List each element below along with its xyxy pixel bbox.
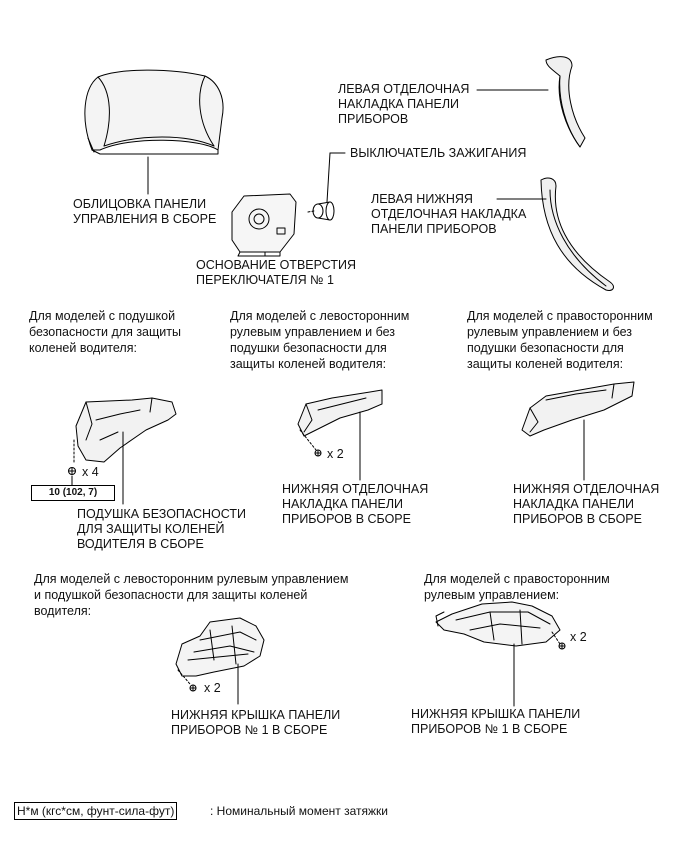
clip-icon-lhd bbox=[314, 449, 322, 457]
knee-airbag-drawing bbox=[75, 397, 177, 463]
legend-units-box: Н*м (кгс*см, фунт-сила-фут) bbox=[14, 802, 178, 820]
qty-lhd-finish-clips: x 2 bbox=[327, 447, 344, 461]
qty-lhd-cover-screws: x 2 bbox=[204, 681, 221, 695]
ignition-switch-drawing bbox=[307, 201, 335, 221]
label-ignition-switch: ВЫКЛЮЧАТЕЛЬ ЗАЖИГАНИЯ bbox=[350, 146, 527, 160]
screw-icon-lhd-cover bbox=[189, 684, 197, 692]
label-lower-finish-lhd: НИЖНЯЯ ОТДЕЛОЧНАЯ НАКЛАДКА ПАНЕЛИ ПРИБОР… bbox=[282, 482, 429, 526]
label-knee-airbag: ПОДУШКА БЕЗОПАСНОСТИ ДЛЯ ЗАЩИТЫ КОЛЕНЕЙ … bbox=[77, 507, 246, 551]
qty-airbag-bolts: x 4 bbox=[82, 465, 99, 479]
label-switch-hole-base: ОСНОВАНИЕ ОТВЕРСТИЯ ПЕРЕКЛЮЧАТЕЛЯ № 1 bbox=[196, 258, 357, 287]
lower-cover-rhd-drawing bbox=[435, 601, 561, 647]
legend-description: : Номинальный момент затяжки bbox=[210, 804, 388, 818]
left-trim-panel-drawing bbox=[545, 56, 586, 148]
screw-icon-rhd-cover bbox=[558, 642, 566, 650]
bolt-icon-airbag bbox=[68, 467, 76, 475]
label-cluster-finish: ОБЛИЦОВКА ПАНЕЛИ УПРАВЛЕНИЯ В СБОРЕ bbox=[73, 197, 217, 226]
label-left-trim: ЛЕВАЯ ОТДЕЛОЧНАЯ НАКЛАДКА ПАНЕЛИ ПРИБОРО… bbox=[338, 82, 470, 126]
left-lower-trim-panel-drawing bbox=[540, 177, 614, 291]
note-rhd: Для моделей с правосторонним рулевым упр… bbox=[424, 572, 610, 602]
lower-cover-lhd-drawing bbox=[175, 617, 265, 677]
lower-finish-lhd-drawing bbox=[297, 389, 383, 437]
qty-rhd-cover-screws: x 2 bbox=[570, 630, 587, 644]
label-lower-cover-lhd: НИЖНЯЯ КРЫШКА ПАНЕЛИ ПРИБОРОВ № 1 В СБОР… bbox=[171, 708, 341, 737]
label-left-lower-trim: ЛЕВАЯ НИЖНЯЯ ОТДЕЛОЧНАЯ НАКЛАДКА ПАНЕЛИ … bbox=[371, 192, 527, 236]
label-lower-finish-rhd: НИЖНЯЯ ОТДЕЛОЧНАЯ НАКЛАДКА ПАНЕЛИ ПРИБОР… bbox=[513, 482, 660, 526]
note-with-knee-airbag: Для моделей с подушкой безопасности для … bbox=[29, 309, 181, 355]
note-rhd-without-airbag: Для моделей с правосторонним рулевым упр… bbox=[467, 309, 653, 371]
switch-hole-base-drawing bbox=[231, 193, 297, 257]
cluster-finish-panel-drawing bbox=[84, 69, 224, 155]
lower-finish-rhd-drawing bbox=[521, 381, 635, 437]
label-lower-cover-rhd: НИЖНЯЯ КРЫШКА ПАНЕЛИ ПРИБОРОВ № 1 В СБОР… bbox=[411, 707, 581, 736]
note-lhd-without-airbag: Для моделей с левосторонним рулевым упра… bbox=[230, 309, 410, 371]
note-lhd-with-airbag: Для моделей с левосторонним рулевым упра… bbox=[34, 572, 349, 618]
torque-spec-box: 10 (102, 7) bbox=[31, 485, 115, 501]
